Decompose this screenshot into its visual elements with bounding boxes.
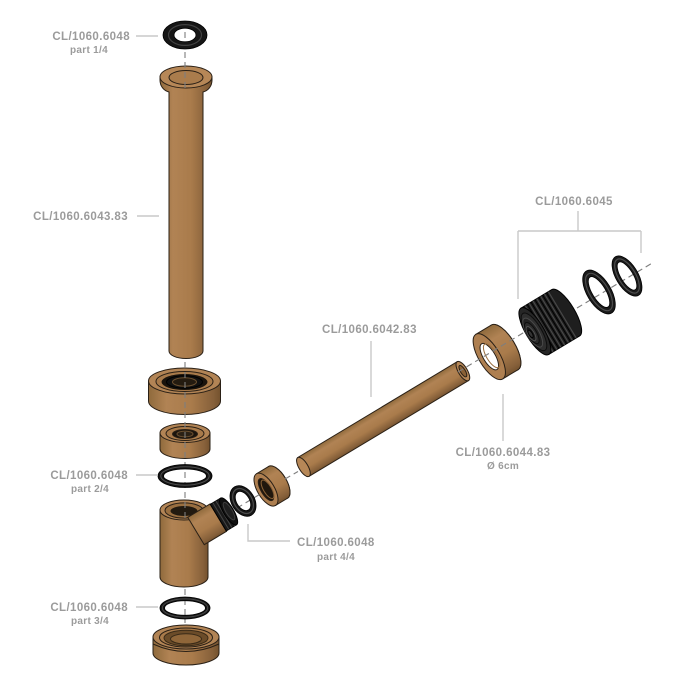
label-outlet-set-code: CL/1060.6045 <box>535 196 613 208</box>
leader-lines <box>136 35 642 608</box>
label-o-ring-top-sub: part 1/4 <box>70 45 108 56</box>
label-vertical-tube-code: CL/1060.6043.83 <box>33 211 128 223</box>
label-o-ring-outlet-code: CL/1060.6048 <box>297 537 375 549</box>
o-ring-outlet-b <box>611 255 643 297</box>
outlet-nut <box>253 465 291 507</box>
label-o-ring-outlet-sub: part 4/4 <box>317 552 355 563</box>
label-o-ring-mid-sub: part 2/4 <box>71 484 109 495</box>
label-o-ring-bottom-sub: part 3/4 <box>71 616 109 627</box>
label-diagonal-tube-code: CL/1060.6042.83 <box>322 324 417 336</box>
vertical-tube <box>159 65 213 359</box>
o-ring-part2 <box>157 464 213 488</box>
o-ring-part4 <box>229 485 257 517</box>
trap-body <box>159 497 239 588</box>
label-o-ring-bottom-code: CL/1060.6048 <box>50 602 128 614</box>
o-ring-top <box>162 20 208 50</box>
center-lines <box>184 22 655 623</box>
label-o-ring-top-code: CL/1060.6048 <box>52 31 130 43</box>
trap-branch <box>187 497 239 546</box>
wall-flange <box>472 323 522 381</box>
threaded-adapter <box>518 288 583 356</box>
diagonal-tube <box>296 360 471 478</box>
label-wall-flange-code: CL/1060.6044.83 <box>456 447 551 459</box>
bottom-cap <box>152 624 220 666</box>
label-o-ring-mid-code: CL/1060.6048 <box>50 470 128 482</box>
o-ring-outlet-a <box>582 269 616 315</box>
o-ring-part3 <box>159 596 211 620</box>
label-wall-flange-sub: Ø 6cm <box>487 461 519 472</box>
